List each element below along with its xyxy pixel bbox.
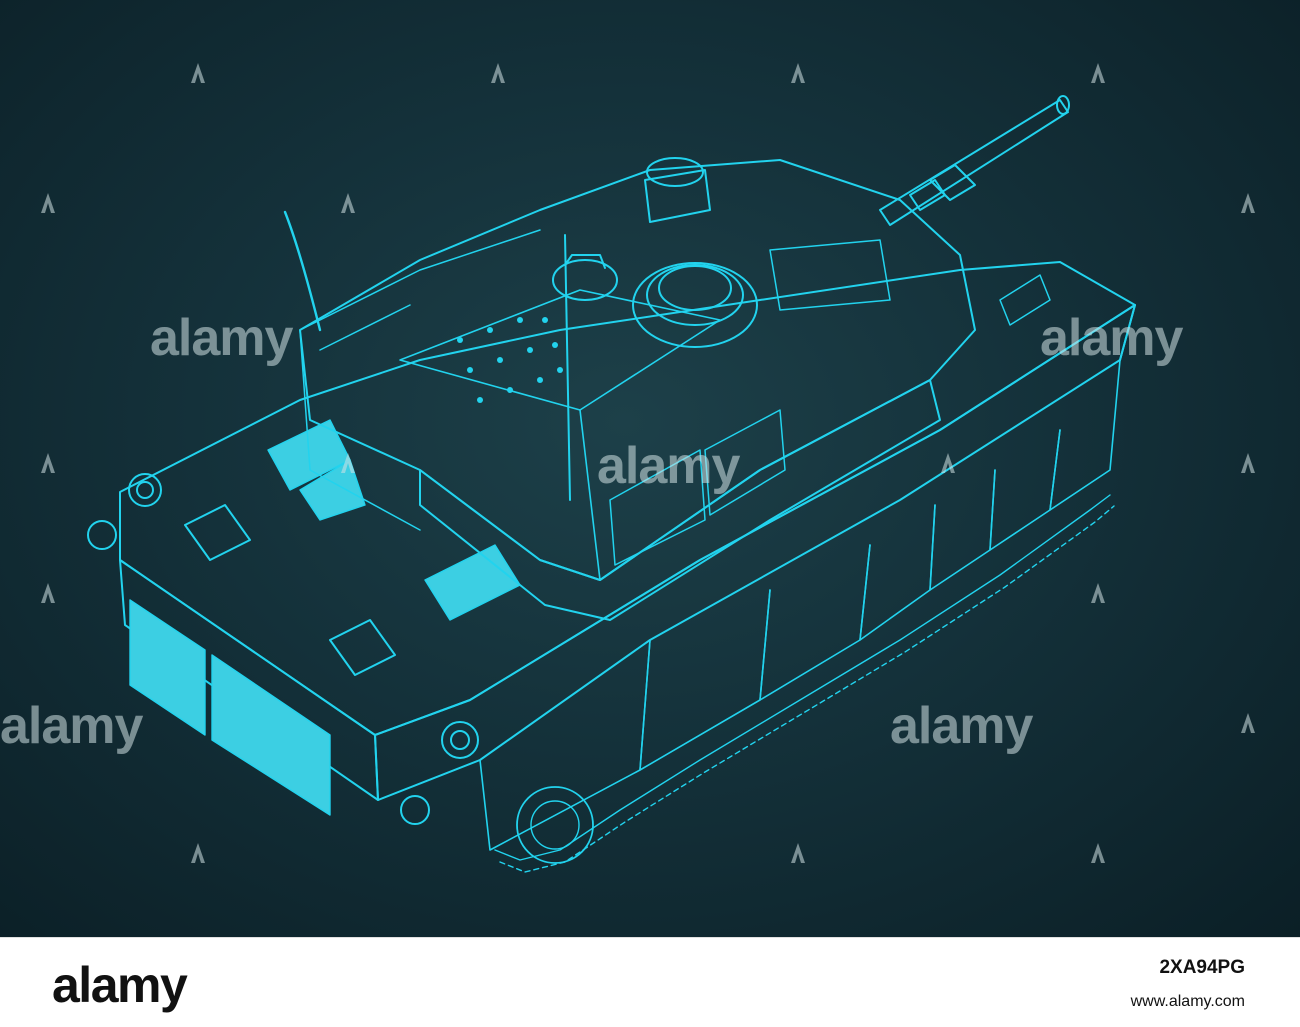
alamy-a-icon — [1091, 63, 1105, 83]
alamy-a-icon — [41, 583, 55, 603]
site-url[interactable]: www.alamy.com — [1130, 993, 1245, 1010]
alamy-a-icon — [1091, 583, 1105, 603]
alamy-a-icon — [191, 63, 205, 83]
main-gun — [879, 95, 1070, 226]
alamy-a-icon — [1241, 713, 1255, 733]
alamy-a-icon — [1241, 193, 1255, 213]
loader-hatch — [552, 259, 618, 301]
turret-side — [419, 379, 941, 621]
drive-sprocket — [516, 786, 594, 864]
exhaust-left — [87, 520, 117, 550]
alamy-a-icon — [491, 63, 505, 83]
alamy-a-icon — [341, 453, 355, 473]
blueprint-artwork: alamy alamy alamy alamy alamy — [0, 0, 1300, 937]
engine-grilles — [129, 419, 521, 816]
footer-logo[interactable]: alamy — [52, 957, 188, 1013]
hull-front-detail — [999, 274, 1051, 326]
alamy-a-icon — [341, 193, 355, 213]
deck-hatch-right — [329, 619, 396, 676]
turret-storage-boxes — [609, 239, 891, 566]
alamy-a-icon — [191, 843, 205, 863]
image-id: 2XA94PG — [1159, 957, 1245, 978]
bustle-rack — [299, 229, 541, 531]
alamy-a-icon — [791, 843, 805, 863]
antenna-mast — [564, 234, 571, 501]
tow-hook-left — [128, 473, 162, 507]
stock-footer-bar: alamy 2XA94PG www.alamy.com — [0, 937, 1300, 1027]
turret-rivets — [457, 317, 563, 403]
alamy-a-icon — [1091, 843, 1105, 863]
alamy-a-icon — [1241, 453, 1255, 473]
alamy-a-icon — [41, 193, 55, 213]
gunner-sight — [644, 169, 711, 223]
tow-hook-right — [441, 721, 479, 759]
alamy-a-icon — [41, 453, 55, 473]
commander-cupola — [632, 262, 758, 348]
side-skirt-panels — [479, 359, 1121, 851]
alamy-a-icon — [941, 453, 955, 473]
exhaust-right — [400, 795, 430, 825]
antenna — [283, 210, 322, 332]
alamy-a-icon — [791, 63, 805, 83]
track-links — [494, 494, 1115, 873]
turret-body — [299, 159, 976, 581]
tank-blueprint-drawing — [87, 95, 1136, 873]
deck-hatch-left — [184, 504, 251, 561]
